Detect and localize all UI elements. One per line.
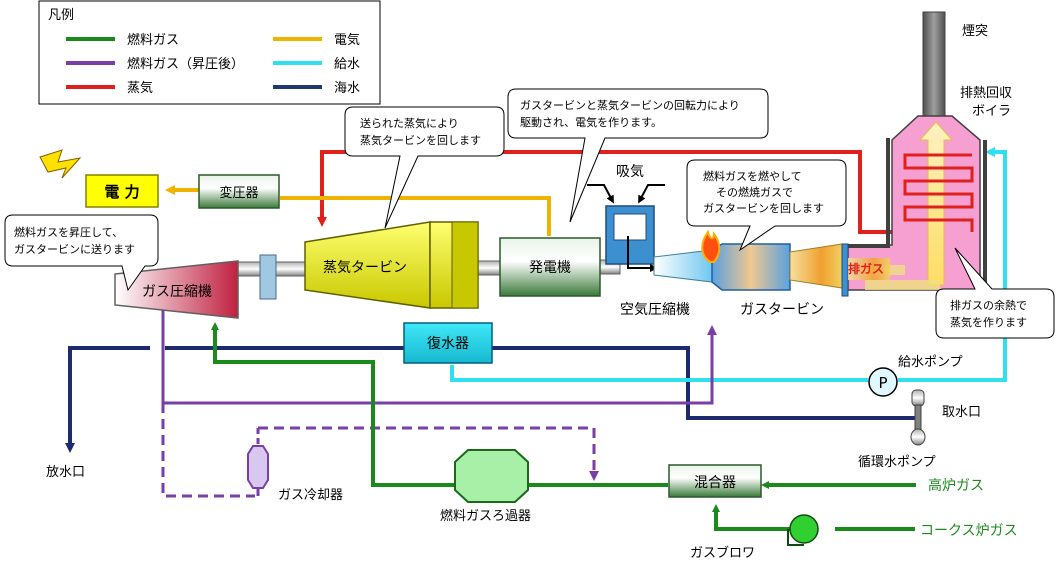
chimney: 煙突: [922, 11, 988, 118]
filter-label: 燃料ガスろ過器: [440, 508, 531, 524]
lightning-icon: [39, 149, 82, 179]
bf-gas-label: 高炉ガス: [928, 477, 984, 494]
callout-hrsg-text: 排ガスの余熱で蒸気を作ります: [950, 298, 1027, 329]
feedwater-lines: [450, 147, 1007, 382]
transformer: 変圧器: [198, 174, 280, 209]
callout-gas-turbine: 燃料ガスを燃やしてその燃焼ガスでガスタービンを回します: [686, 159, 847, 252]
transformer-label: 変圧器: [219, 185, 258, 201]
electricity-box: 電 力: [85, 174, 159, 208]
fuel-lines: [211, 322, 916, 531]
callout-generator: ガスタービンと蒸気タービンの回転力により駆動され、電気を作ります。: [507, 88, 769, 223]
legend: 凡例 燃料ガス 燃料ガス（昇圧後） 蒸気 電気 給水 海水: [38, 0, 381, 105]
intake: 吸気: [587, 164, 665, 204]
legend-label-feedwater: 給水: [334, 57, 360, 72]
circ-pump-label: 循環水ポンプ: [858, 455, 936, 470]
electricity-label: 電 力: [104, 183, 139, 201]
exhaust-label: 排ガス: [848, 261, 884, 276]
gas-cooler-label: ガス冷却器: [278, 488, 343, 503]
callout-gas-turbine-text: 燃料ガスを燃やしてその燃焼ガスでガスタービンを回します: [703, 169, 824, 215]
callout-gas-compressor-text: 燃料ガスを昇圧して、ガスタービンに送ります: [14, 225, 135, 256]
legend-label-electricity: 電気: [334, 32, 360, 48]
gas-blower: ガスブロワ: [690, 514, 819, 561]
discharge-label: 放水口: [46, 465, 85, 480]
condenser-label: 復水器: [427, 335, 469, 352]
feed-pump-label: 給水ポンプ: [898, 355, 963, 370]
hrsg-label: 排熱回収ボイラ: [960, 86, 1012, 119]
pump-symbol: P: [878, 374, 887, 392]
callout-gas-compressor: 燃料ガスを昇圧して、ガスタービンに送ります: [4, 214, 159, 292]
coke-gas-label: コークス炉ガス: [920, 523, 1018, 539]
mixer: 混合器: [668, 464, 762, 498]
water-intake-label: 取水口: [942, 405, 981, 420]
generator-label: 発電機: [529, 260, 571, 276]
air-compressor-label: 空気圧縮機: [620, 302, 690, 318]
callout-generator-text: ガスタービンと蒸気タービンの回転力により駆動され、電気を作ります。: [520, 98, 740, 129]
mixer-label: 混合器: [694, 475, 736, 491]
legend-label-fuel-boosted: 燃料ガス（昇圧後）: [127, 56, 244, 72]
air-compressor: 空気圧縮機: [605, 205, 713, 318]
intake-label: 吸気: [616, 164, 644, 180]
seawater-lines: [65, 346, 920, 453]
blower-label: ガスブロワ: [690, 545, 755, 561]
flame-icon: [701, 229, 721, 263]
shaft-mid: [477, 260, 501, 276]
condenser: 復水器: [403, 322, 493, 364]
circulating-pump: 取水口 循環水ポンプ: [858, 389, 981, 470]
feed-pump: P 給水ポンプ: [868, 355, 963, 397]
gas-compressor-label: ガス圧縮機: [142, 284, 212, 300]
callout-steam-turbine-text: 送られた蒸気により蒸気タービンを回します: [360, 116, 481, 147]
gas-compressor: ガス圧縮機: [114, 260, 239, 319]
electricity-lines: [165, 185, 551, 236]
steam-turbine: 蒸気タービン: [304, 221, 479, 309]
steam-turbine-label: 蒸気タービン: [323, 260, 407, 276]
gas-cooler: ガス冷却器: [247, 428, 343, 503]
callout-steam-turbine: 送られた蒸気により蒸気タービンを回します: [344, 106, 505, 229]
legend-title: 凡例: [48, 8, 74, 23]
gas-turbine: 排ガス ガスタービン: [711, 243, 890, 318]
fuel-gas-filter: 燃料ガスろ過器: [440, 449, 531, 524]
chimney-label: 煙突: [962, 23, 988, 39]
generator: 発電機: [499, 237, 601, 297]
coupling: [259, 254, 277, 300]
legend-label-seawater: 海水: [334, 81, 360, 96]
callout-hrsg: 排ガスの余熱で蒸気を作ります: [935, 247, 1055, 339]
legend-label-fuel: 燃料ガス: [127, 32, 179, 48]
boosted-fuel-lines: [161, 300, 717, 498]
gas-turbine-label: ガスタービン: [740, 302, 824, 318]
legend-label-steam: 蒸気: [127, 80, 153, 96]
